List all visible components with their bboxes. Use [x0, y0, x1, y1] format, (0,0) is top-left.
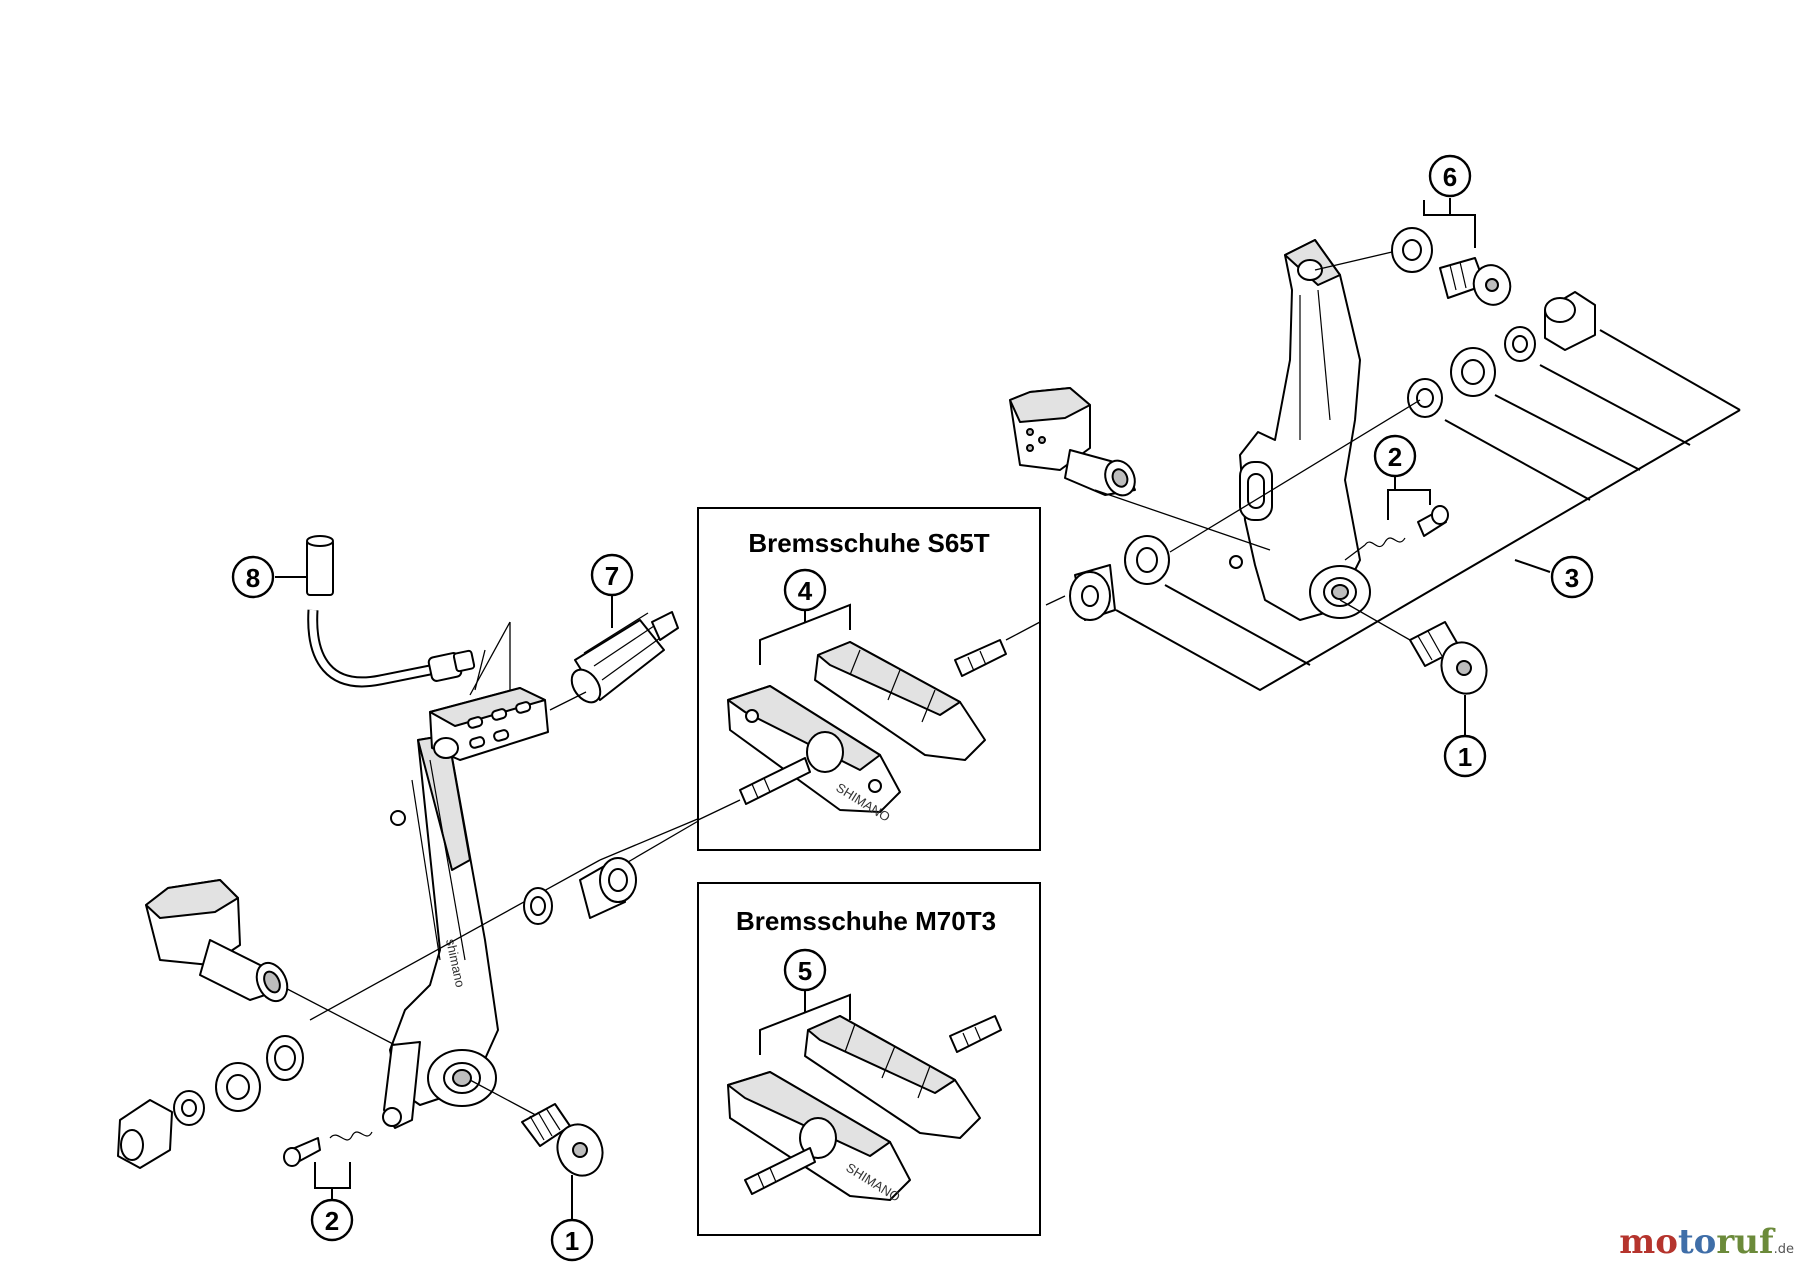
pivot-stud-right [1009, 387, 1136, 497]
callout-2-right: 2 [1373, 434, 1417, 478]
watermark-part-2: to [1677, 1222, 1717, 1262]
pad-box-s65t-title: Bremsschuhe S65T [748, 528, 989, 558]
callout-2-left-label: 2 [325, 1206, 339, 1236]
callout-1-left: 1 [550, 1218, 594, 1262]
callout-3-label: 3 [1565, 563, 1579, 593]
callout-1-right-label: 1 [1458, 742, 1472, 772]
left-brake-assembly: shimano [117, 535, 701, 1177]
callout-8-label: 8 [246, 563, 260, 593]
right-brake-assembly [1009, 227, 1741, 695]
pad-box-s65t: Bremsschuhe S65T SHIMANO [697, 507, 1041, 851]
callout-3: 3 [1550, 555, 1594, 599]
callout-1-right: 1 [1443, 734, 1487, 778]
cable-noodle [306, 535, 476, 688]
fixing-bolt-right [1409, 621, 1488, 695]
callout-5: 5 [783, 948, 827, 992]
callout-7: 7 [590, 553, 634, 597]
left-brake-arm [389, 734, 499, 1106]
callout-6: 6 [1428, 154, 1472, 198]
callout-2-left: 2 [310, 1198, 354, 1242]
pad-box-m70t3-title: Bremsschuhe M70T3 [736, 906, 996, 936]
watermark-logo: motoruf.de [1619, 1222, 1794, 1262]
callout-7-label: 7 [605, 561, 619, 591]
watermark-part-3: ruf [1716, 1222, 1774, 1262]
cable-boot [570, 611, 679, 704]
callout-8: 8 [231, 555, 275, 599]
pivot-stud-left [145, 879, 289, 1003]
callout-1-left-label: 1 [565, 1226, 579, 1256]
watermark-part-1: mo [1619, 1222, 1678, 1262]
callout-5-label: 5 [798, 956, 812, 986]
callout-2-right-label: 2 [1388, 442, 1402, 472]
callout-4-label: 4 [798, 576, 813, 606]
fixing-bolt-left [521, 1103, 604, 1177]
callout-6-label: 6 [1443, 162, 1457, 192]
tension-screw-left [283, 1131, 373, 1167]
pad-box-m70t3: Bremsschuhe M70T3 SHIMANO [697, 882, 1041, 1236]
watermark-tld: .de [1773, 1242, 1794, 1257]
callout-4: 4 [783, 568, 827, 612]
tension-screw-right [1364, 505, 1449, 548]
